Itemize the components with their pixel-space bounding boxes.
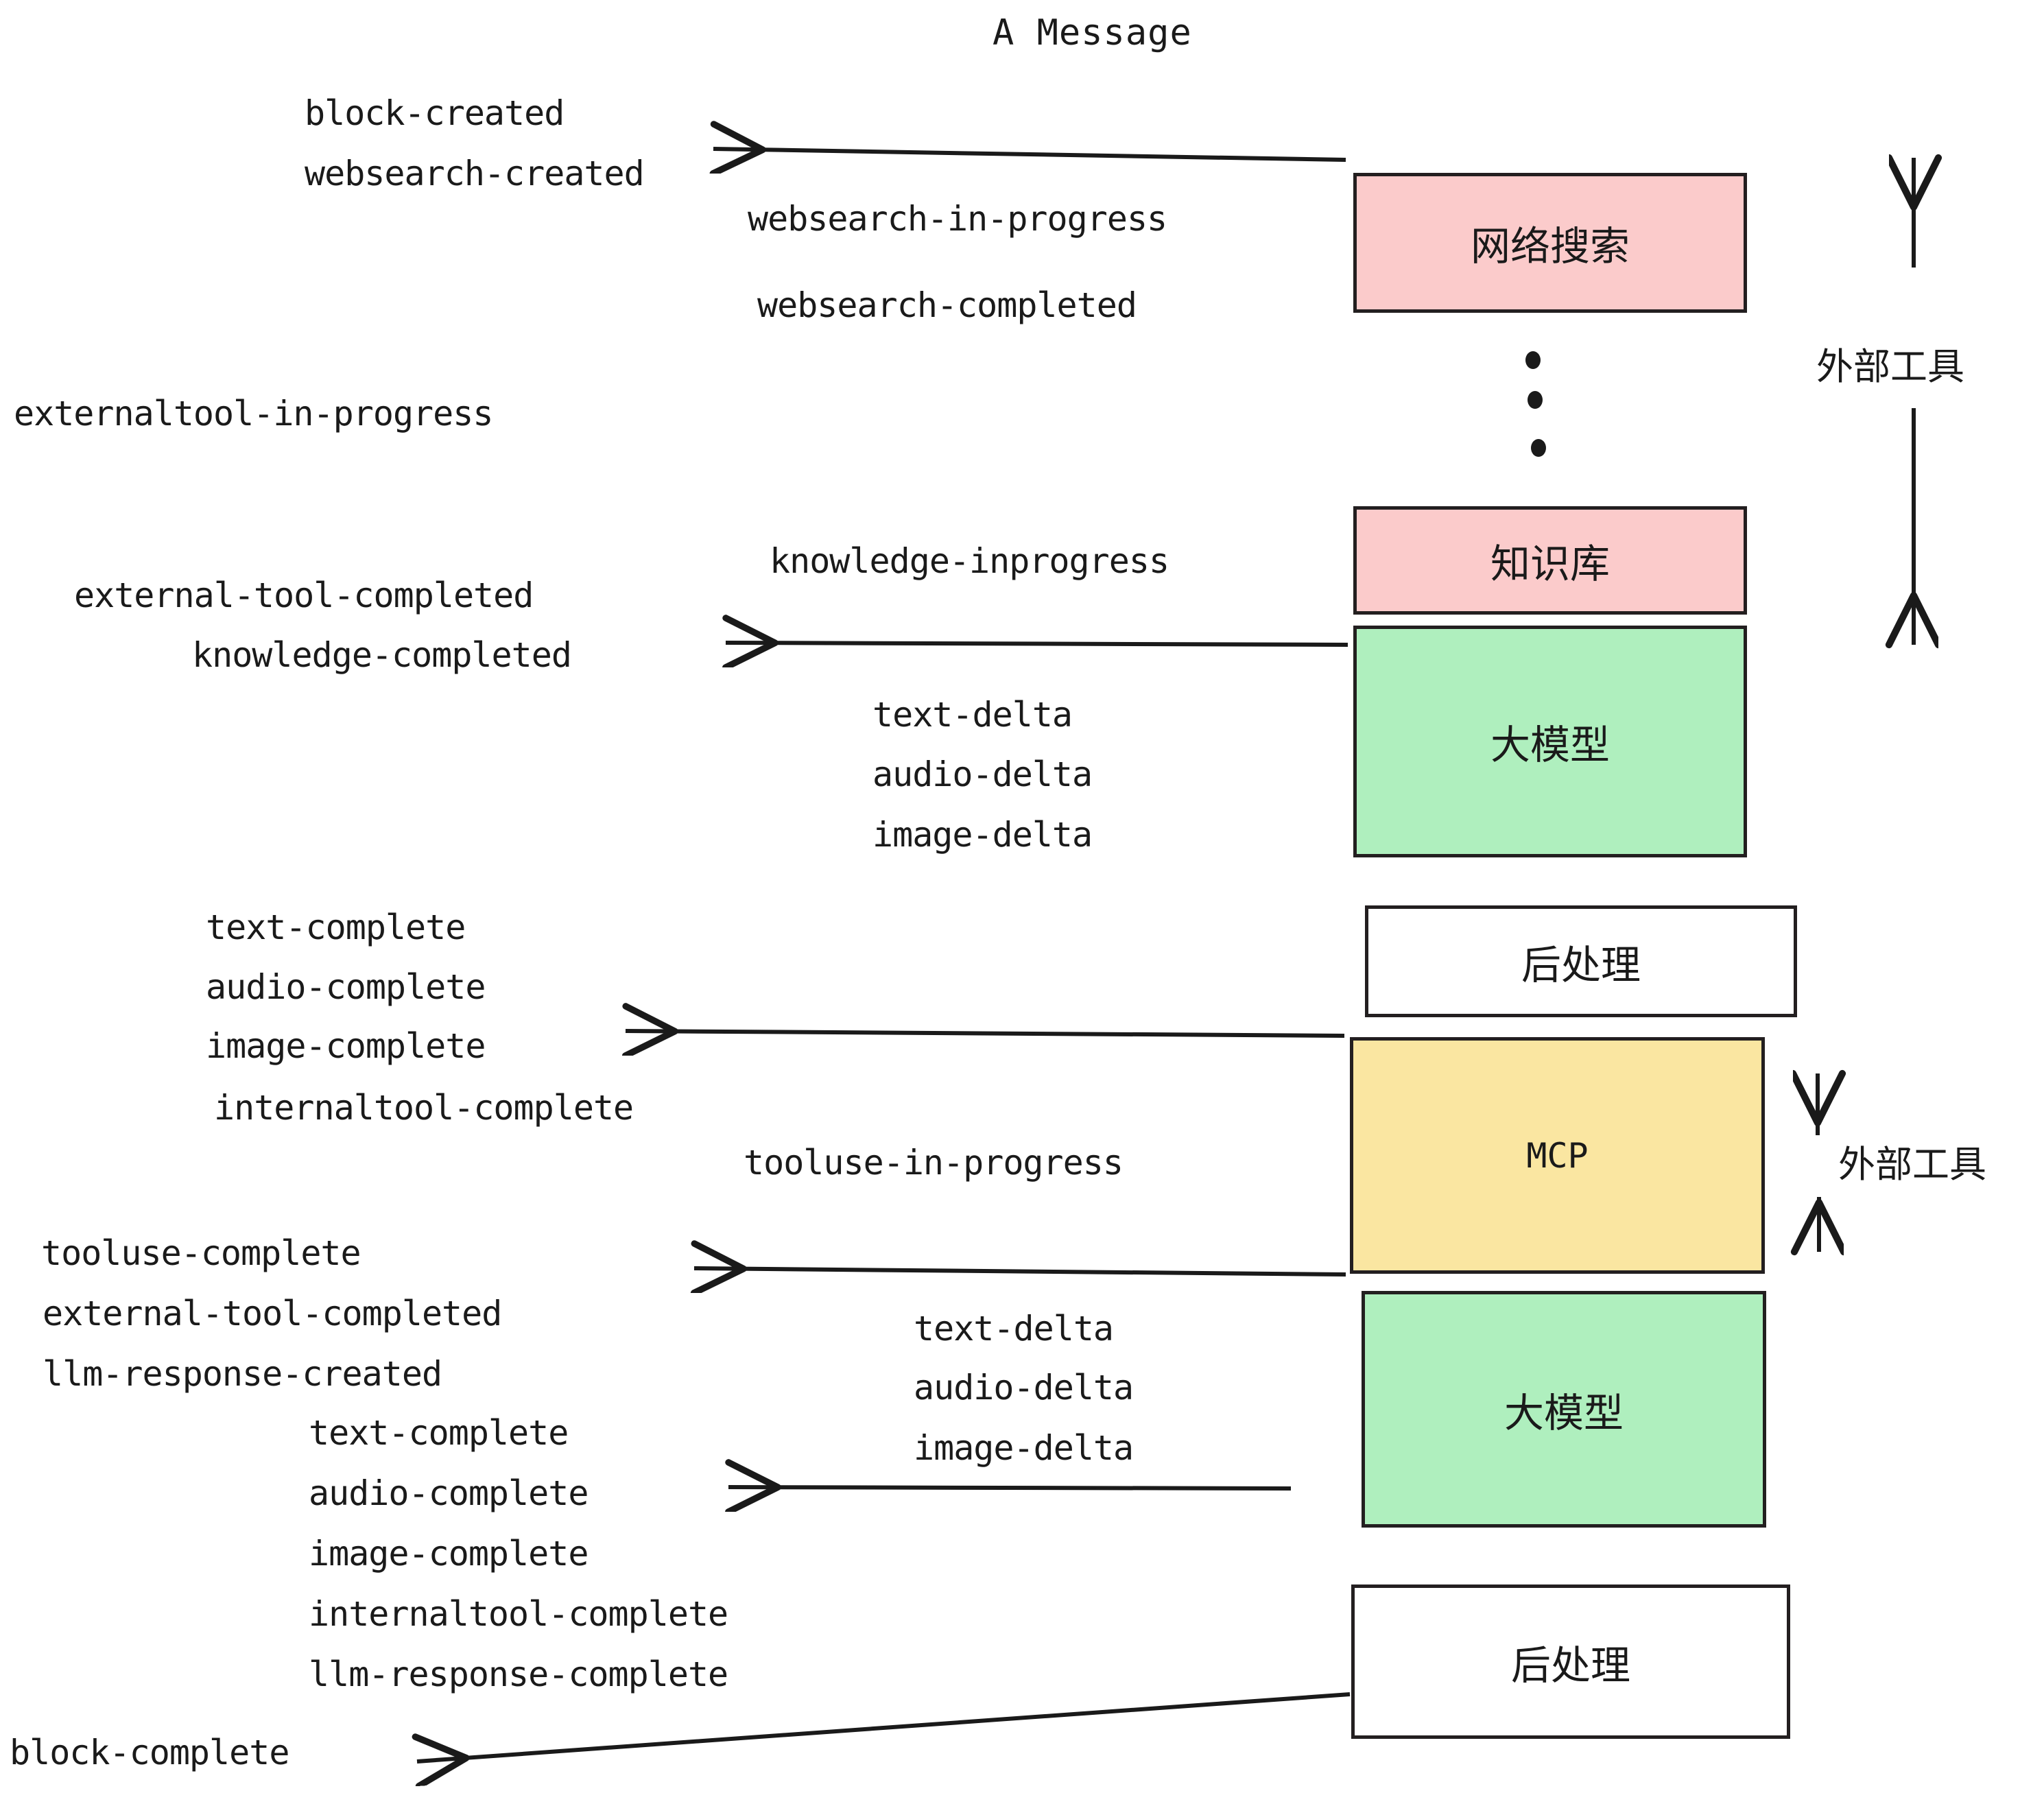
box-mcp-label: MCP: [1526, 1135, 1589, 1176]
box-postprocess-bottom[interactable]: 后处理: [1351, 1585, 1790, 1739]
event-image-complete-1: image-complete: [206, 1026, 486, 1066]
side-label-external-tool-bottom: 外部工具: [1838, 1143, 1986, 1186]
arrow-postprocess-to-block-complete: [417, 1692, 1351, 1761]
event-internaltool-complete-1: internaltool-complete: [214, 1088, 634, 1128]
event-block-complete: block-complete: [10, 1733, 289, 1772]
event-text-complete-2: text-complete: [309, 1413, 569, 1453]
event-knowledge-completed: knowledge-completed: [192, 635, 572, 675]
event-text-delta-1: text-delta: [872, 695, 1073, 735]
arrow-llm-to-audio-complete: [728, 1487, 1292, 1488]
event-tooluse-complete: tooluse-complete: [41, 1233, 361, 1273]
event-websearch-in-progress: websearch-in-progress: [748, 199, 1167, 239]
box-mcp[interactable]: MCP: [1350, 1037, 1765, 1274]
event-llm-response-complete: llm-response-complete: [309, 1654, 728, 1694]
box-llm-bottom-label: 大模型: [1504, 1389, 1624, 1436]
event-audio-delta-1: audio-delta: [872, 755, 1093, 794]
box-postprocess-top-label: 后处理: [1521, 941, 1641, 988]
box-websearch-label: 网络搜索: [1470, 223, 1630, 270]
event-audio-complete-1: audio-complete: [206, 967, 486, 1007]
ellipsis-dot-3: [1531, 439, 1546, 457]
event-text-complete-1: text-complete: [206, 907, 466, 947]
box-knowledge-label: 知识库: [1490, 541, 1610, 587]
event-external-tool-completed-2: external-tool-completed: [43, 1294, 502, 1333]
event-block-created: block-created: [305, 93, 565, 133]
side-label-external-tool-top: 外部工具: [1816, 345, 1964, 388]
ellipsis-dot-2: [1528, 391, 1543, 409]
box-postprocess-bottom-label: 后处理: [1510, 1641, 1630, 1689]
page-title: A Message: [993, 12, 1192, 54]
event-image-complete-2: image-complete: [309, 1534, 589, 1574]
arrow-mcp-to-tooluse-complete: [694, 1268, 1346, 1274]
box-postprocess-top[interactable]: 后处理: [1365, 905, 1797, 1017]
event-websearch-completed: websearch-completed: [757, 285, 1137, 325]
event-llm-response-created: llm-response-created: [43, 1354, 442, 1394]
event-tooluse-in-progress: tooluse-in-progress: [744, 1143, 1124, 1183]
event-audio-delta-2: audio-delta: [914, 1368, 1134, 1408]
arrow-knowledge-to-completed: [726, 643, 1348, 645]
box-websearch[interactable]: 网络搜索: [1353, 173, 1747, 313]
box-llm-top-label: 大模型: [1490, 722, 1610, 768]
ellipsis-dot-1: [1525, 351, 1541, 369]
event-knowledge-inprogress: knowledge-inprogress: [770, 541, 1169, 581]
event-websearch-created: websearch-created: [305, 154, 645, 193]
box-llm-top[interactable]: 大模型: [1353, 626, 1747, 857]
event-text-delta-2: text-delta: [914, 1309, 1114, 1349]
event-external-tool-completed-1: external-tool-completed: [74, 575, 534, 615]
event-externaltool-in-progress: externaltool-in-progress: [14, 394, 493, 434]
arrow-websearch-to-created: [713, 149, 1346, 160]
box-llm-bottom[interactable]: 大模型: [1362, 1291, 1766, 1528]
event-image-delta-1: image-delta: [872, 815, 1093, 855]
event-internaltool-complete-2: internaltool-complete: [309, 1594, 728, 1634]
box-knowledge[interactable]: 知识库: [1353, 506, 1747, 615]
arrow-postprocess-to-image-complete: [626, 1031, 1345, 1036]
event-audio-complete-2: audio-complete: [309, 1473, 589, 1513]
event-image-delta-2: image-delta: [914, 1428, 1134, 1468]
